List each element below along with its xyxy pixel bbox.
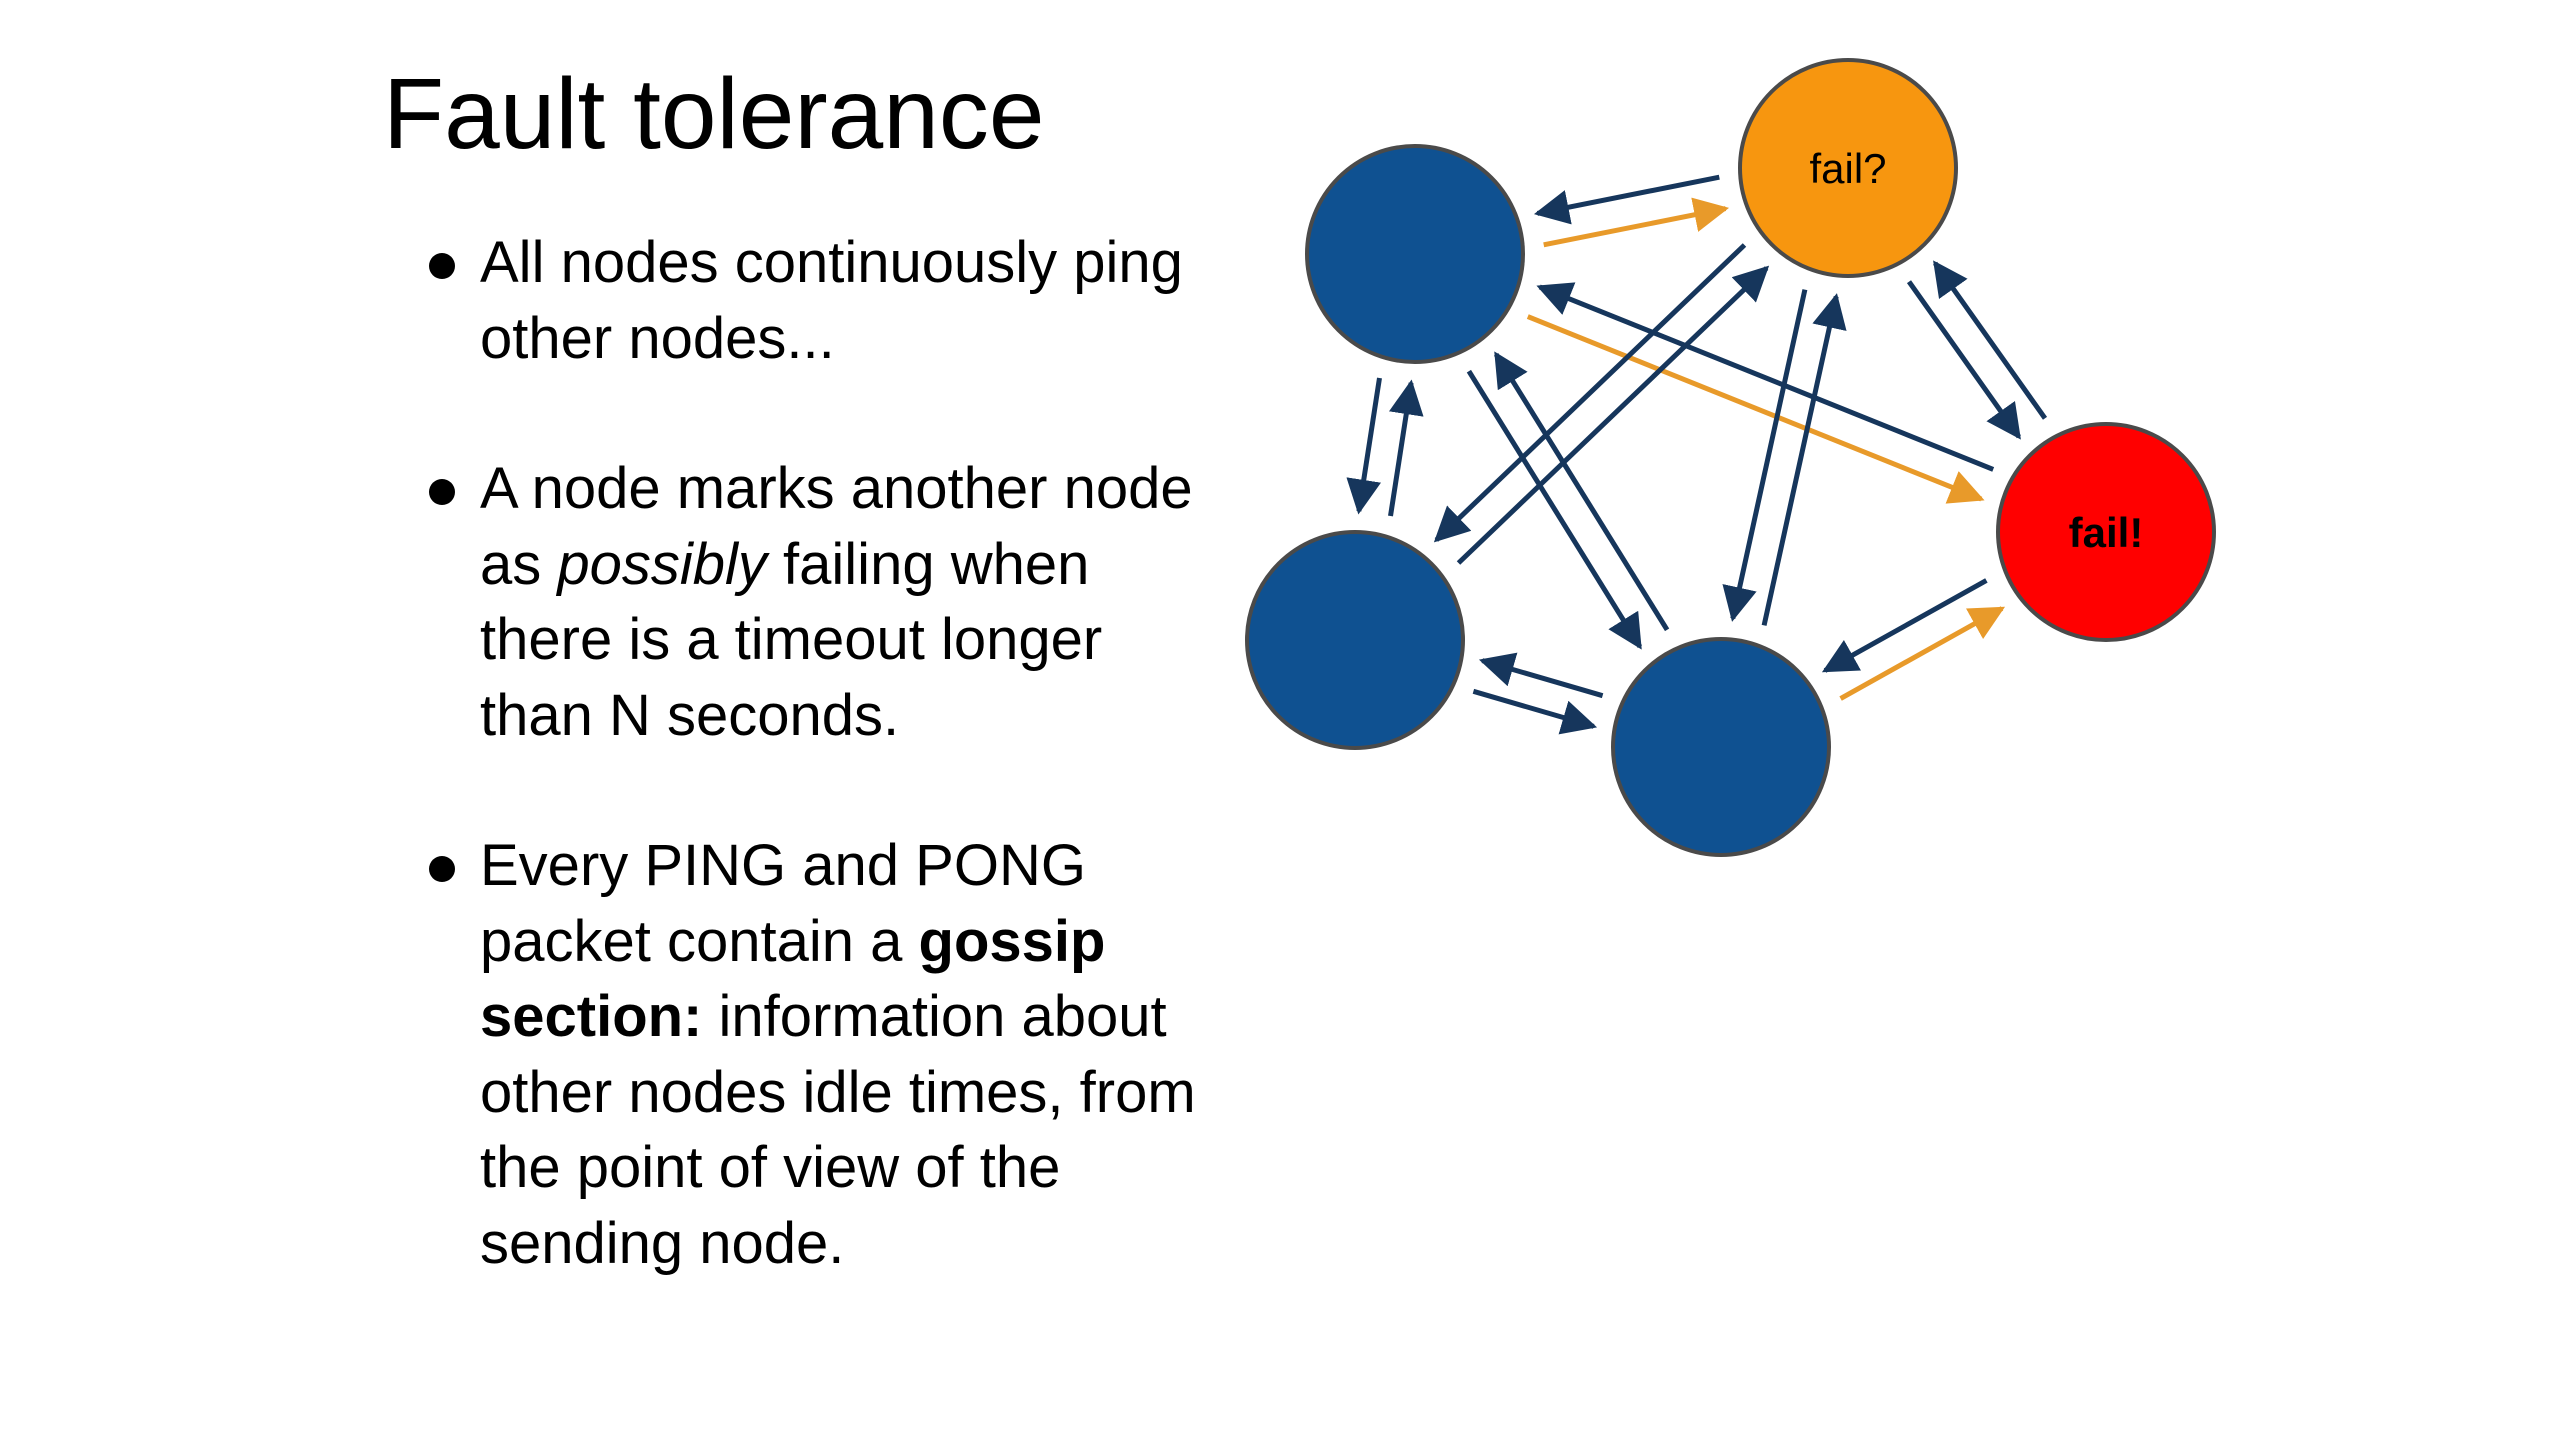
edge-layer	[1346, 174, 2048, 735]
ping-arrow-node-fail-to-node-fail-maybe	[1933, 260, 2048, 420]
node-fail: fail!	[1996, 422, 2216, 642]
ping-arrow-node-fail-maybe-to-node-bottom-left	[1433, 243, 1747, 543]
ping-arrow-node-bottom-middle-to-node-top-left	[1493, 351, 1670, 632]
node-circle	[1996, 422, 2216, 642]
ping-arrow-node-top-left-to-node-bottom-left	[1346, 377, 1382, 515]
ping-arrow-node-bottom-middle-to-node-bottom-left	[1478, 652, 1604, 699]
ping-arrow-node-fail-maybe-to-node-fail	[1906, 280, 2021, 440]
bullet-text: All nodes continuously ping other nodes.…	[480, 230, 1183, 371]
gossip-arrow-node-top-left-to-node-fail-maybe	[1543, 197, 1730, 248]
node-circle	[1611, 637, 1831, 857]
node-top-left	[1305, 144, 1525, 364]
ping-arrow-node-bottom-middle-to-node-fail-maybe	[1761, 293, 1847, 626]
gossip-arrow-node-top-left-to-node-fail	[1526, 314, 1985, 504]
node-label: fail!	[2069, 509, 2144, 556]
node-circle	[1738, 58, 1958, 278]
bullet-text: failing when there is a timeout longer t…	[480, 531, 1103, 748]
bullet-dot-icon	[429, 856, 455, 882]
ping-arrow-node-fail-maybe-to-node-top-left	[1533, 174, 1720, 225]
node-layer: fail? fail!	[1245, 58, 2216, 857]
node-label: fail?	[1809, 145, 1886, 192]
bullet-item: All nodes continuously ping other nodes.…	[420, 225, 1210, 376]
node-fail-maybe: fail?	[1738, 58, 1958, 278]
bullet-text: information about other nodes idle times…	[480, 984, 1196, 1276]
bullet-text: Every PING and PONG packet contain a	[480, 833, 1086, 974]
ping-arrow-node-fail-maybe-to-node-bottom-middle	[1722, 289, 1808, 622]
node-circle	[1305, 144, 1525, 364]
bullet-dot-icon	[429, 253, 455, 279]
slide-title: Fault tolerance	[383, 58, 1045, 170]
node-bottom-left	[1245, 530, 1465, 750]
ping-arrow-node-fail-to-node-top-left	[1536, 282, 1995, 472]
bullet-text-bold: gossip section:	[480, 908, 1106, 1050]
gossip-arrow-node-bottom-middle-to-node-fail	[1839, 606, 2006, 701]
ping-arrow-node-bottom-left-to-node-top-left	[1388, 379, 1424, 517]
ping-arrow-node-top-left-to-node-bottom-middle	[1466, 369, 1643, 650]
node-bottom-middle	[1611, 637, 1831, 857]
bullet-text-italic: possibly	[557, 531, 767, 597]
bullet-dot-icon	[429, 479, 455, 505]
bullet-item: Every PING and PONG packet contain a gos…	[420, 828, 1210, 1281]
bullet-list: All nodes continuously ping other nodes.…	[420, 225, 1210, 1356]
ping-arrow-node-bottom-left-to-node-fail-maybe	[1456, 265, 1770, 565]
bullet-text: A node marks another node as	[480, 456, 1193, 597]
bullet-item: A node marks another node as possibly fa…	[420, 451, 1210, 753]
ping-arrow-node-bottom-left-to-node-bottom-middle	[1472, 688, 1598, 735]
node-circle	[1245, 530, 1465, 750]
ping-arrow-node-fail-to-node-bottom-middle	[1821, 578, 1988, 673]
